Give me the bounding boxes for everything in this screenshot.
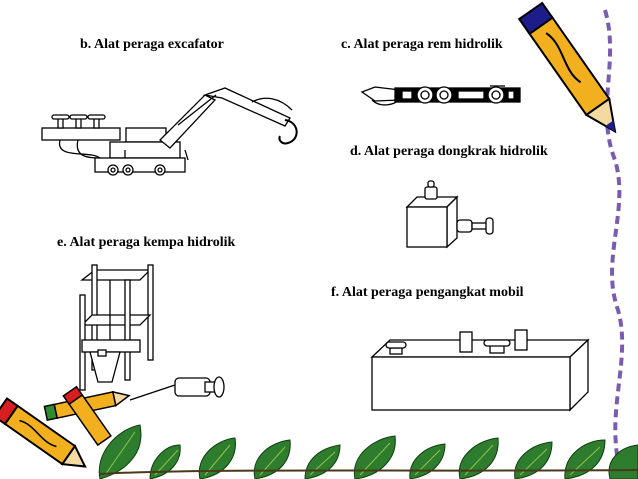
excavator-model-icon <box>41 87 298 176</box>
car-lift-model-icon <box>370 329 590 412</box>
hydraulic-press-model-icon <box>79 264 225 401</box>
hydraulic-brake-model-icon <box>360 85 521 106</box>
label-jack: d. Alat peraga dongkrak hidrolik <box>350 144 548 159</box>
ribbon-border-icon <box>603 9 625 471</box>
label-press: e. Alat peraga kempa hidrolik <box>57 235 236 250</box>
leaf-border-icon <box>98 424 638 479</box>
pencil-icon <box>0 397 87 468</box>
pencil-icon <box>517 1 617 134</box>
pencil-icon <box>62 385 112 447</box>
hydraulic-jack-model-icon <box>405 180 494 249</box>
label-car-lift: f. Alat peraga pengangkat mobil <box>331 285 524 300</box>
label-brake: c. Alat peraga rem hidrolik <box>341 37 503 52</box>
label-excavator: b. Alat peraga excafator <box>80 37 224 52</box>
